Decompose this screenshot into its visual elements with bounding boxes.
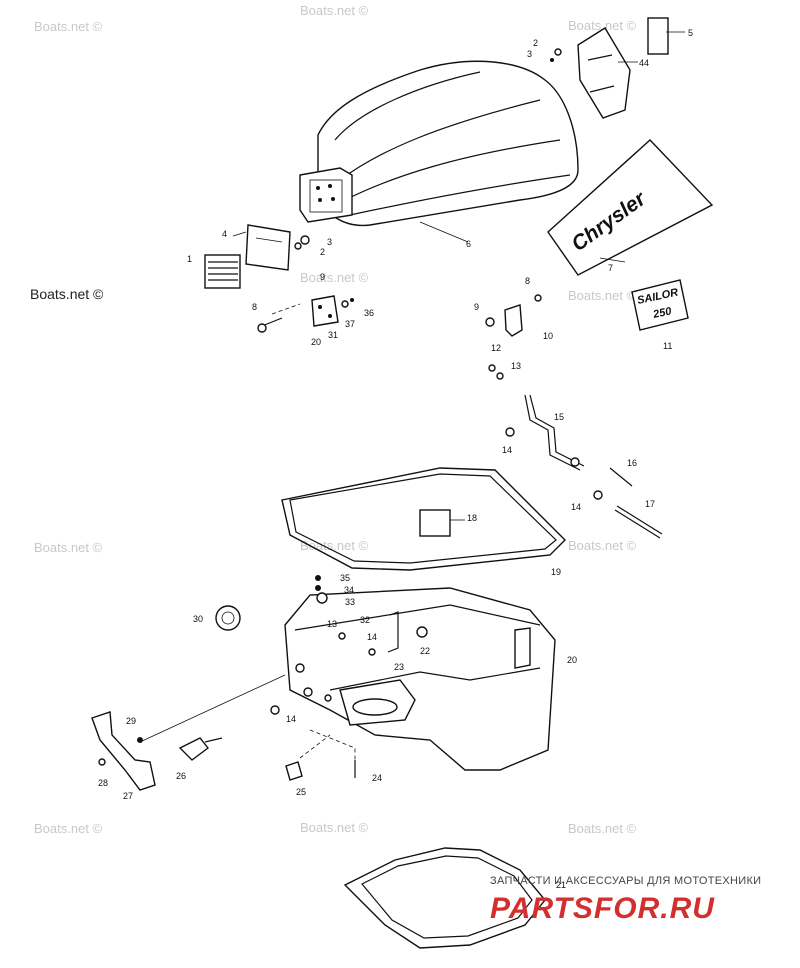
watermark-1: Boats.net ©	[34, 19, 103, 34]
label-9-right: 9	[474, 302, 479, 312]
label-20: 20	[567, 655, 577, 665]
label-4: 4	[222, 229, 227, 239]
label-17: 17	[645, 499, 655, 509]
label-37: 37	[345, 319, 355, 329]
label-3-top: 3	[527, 49, 532, 59]
label-21: 21	[556, 880, 566, 890]
label-34: 34	[344, 585, 354, 595]
label-15: 15	[554, 412, 564, 422]
label-10: 10	[543, 331, 553, 341]
label-6: 6	[466, 239, 471, 249]
watermark-4: Boats.net ©	[300, 270, 369, 285]
label-28: 28	[98, 778, 108, 788]
label-31: 31	[328, 330, 338, 340]
label-25: 25	[296, 787, 306, 797]
top-cowl	[299, 60, 579, 243]
label-24: 24	[372, 773, 382, 783]
label-13-left: 13	[327, 619, 337, 629]
label-19: 19	[551, 567, 561, 577]
latch-brackets	[257, 294, 542, 337]
label-35: 35	[340, 573, 350, 583]
watermark-11: Boats.net ©	[568, 821, 637, 836]
label-20-top: 20	[311, 337, 321, 347]
watermark-5: Boats.net ©	[568, 288, 637, 303]
site-logo: PARTSFOR.RU	[490, 892, 715, 925]
watermark-main: Boats.net ©	[30, 286, 104, 302]
label-23: 23	[394, 662, 404, 672]
label-14-c: 14	[367, 632, 377, 642]
part-labels: 2 3 5 44 4 3 2 6 1 7 8 9 8 9 36 37 31 10…	[98, 28, 693, 890]
label-8-left: 8	[252, 302, 257, 312]
label-9-left: 9	[320, 272, 325, 282]
watermark-9: Boats.net ©	[34, 821, 103, 836]
label-2-top: 2	[533, 38, 538, 48]
label-7: 7	[608, 263, 613, 273]
label-8-right: 8	[525, 276, 530, 286]
lower-cowl	[284, 587, 556, 771]
watermark-10: Boats.net ©	[300, 820, 369, 835]
sailor-decal: SAILOR 250	[631, 279, 689, 331]
watermark-2: Boats.net ©	[300, 3, 369, 18]
site-subtitle: ЗАПЧАСТИ И АКСЕССУАРЫ ДЛЯ МОТОТЕХНИКИ	[490, 875, 761, 887]
label-14-b: 14	[571, 502, 581, 512]
label-29: 29	[126, 716, 136, 726]
rear-plate	[550, 17, 685, 119]
bottom-gasket	[343, 847, 546, 949]
watermark-3: Boats.net ©	[568, 18, 637, 33]
label-1: 1	[187, 254, 192, 264]
label-27: 27	[123, 791, 133, 801]
choke-bracket	[91, 711, 356, 791]
cowl-small-parts	[139, 575, 428, 765]
label-13-right: 13	[511, 361, 521, 371]
label-44: 44	[639, 58, 649, 68]
label-3: 3	[327, 237, 332, 247]
label-18: 18	[467, 513, 477, 523]
label-16: 16	[627, 458, 637, 468]
label-11: 11	[663, 341, 672, 351]
label-36: 36	[364, 308, 374, 318]
chrysler-decal: Chrysler	[547, 139, 714, 276]
label-14-a: 14	[502, 445, 512, 455]
site-banner: ЗАПЧАСТИ И АКСЕССУАРЫ ДЛЯ МОТОТЕХНИКИ PA…	[490, 875, 761, 925]
label-22: 22	[420, 646, 430, 656]
watermark-8: Boats.net ©	[568, 538, 637, 553]
label-30: 30	[193, 614, 203, 624]
label-12: 12	[491, 343, 501, 353]
front-plate	[204, 224, 310, 289]
watermark-6: Boats.net ©	[34, 540, 103, 555]
label-32: 32	[360, 615, 370, 625]
cowl-seal	[281, 467, 566, 571]
sailor-text-line2: 250	[651, 305, 673, 321]
label-14-d: 14	[286, 714, 296, 724]
label-26: 26	[176, 771, 186, 781]
label-2: 2	[320, 247, 325, 257]
label-5: 5	[688, 28, 693, 38]
latch-linkage	[488, 364, 663, 539]
label-33: 33	[345, 597, 355, 607]
